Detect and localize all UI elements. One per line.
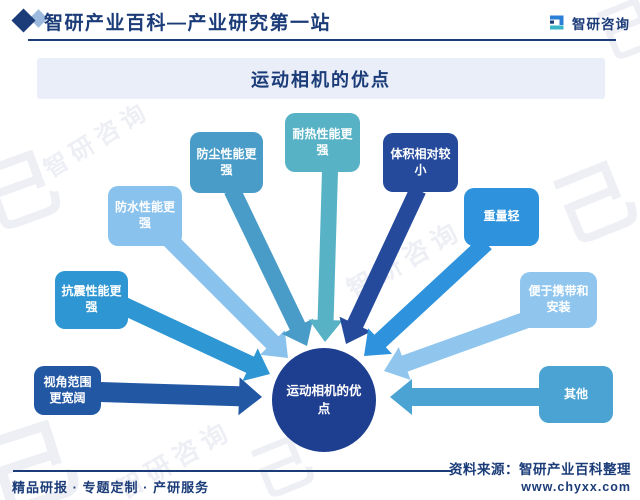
node-compact-size: 体积相对较小 — [383, 133, 458, 192]
center-topic-label: 运动相机的优点 — [286, 383, 362, 416]
header-title: 智研产业百科—产业研究第一站 — [44, 13, 332, 34]
brand-logo: 智研咨询 — [547, 13, 630, 33]
node-light-weight: 重量轻 — [464, 188, 539, 246]
center-topic-circle: 运动相机的优点 — [272, 348, 376, 452]
node-waterproof: 防水性能更强 — [108, 186, 182, 246]
zhiyan-logo-icon — [550, 15, 564, 30]
website-url: www.chyxx.com — [521, 480, 631, 494]
node-label: 体积相对较小 — [390, 146, 451, 177]
light-weight-arrow — [364, 236, 492, 356]
node-label: 耐热性能更强 — [292, 126, 353, 157]
data-source: 资料来源：智研产业百科整理 — [449, 462, 631, 477]
footer: 精品研报 · 专题定制 · 产研服务 资料来源：智研产业百科整理 www.chy… — [0, 455, 640, 500]
node-heat-resistance: 耐热性能更强 — [285, 113, 360, 172]
other-arrow — [390, 379, 540, 415]
header-divider — [28, 39, 616, 41]
node-viewing-angle: 视角范围更宽阔 — [34, 366, 101, 415]
node-label: 防尘性能更强 — [196, 146, 257, 177]
brand-logo-text: 智研咨询 — [572, 17, 630, 32]
header: 智研产业百科—产业研究第一站 智研咨询 — [0, 0, 640, 48]
node-label: 抗震性能更强 — [61, 284, 122, 314]
node-label: 视角范围更宽阔 — [43, 374, 92, 405]
footer-services: 精品研报 · 专题定制 · 产研服务 — [12, 480, 210, 495]
diamond-dark-icon — [11, 8, 36, 33]
dustproof-arrow — [224, 186, 314, 346]
chart-title: 运动相机的优点 — [251, 69, 391, 90]
node-label: 重量轻 — [483, 209, 520, 224]
portability-arrow — [384, 312, 529, 380]
node-label: 便于携带和安装 — [528, 284, 589, 314]
shock-resistance-arrow — [120, 297, 270, 381]
waterproof-arrow — [164, 234, 288, 358]
compact-size-arrow — [339, 186, 426, 344]
node-label: 其他 — [563, 386, 588, 401]
footer-divider — [13, 470, 452, 472]
node-shock-resistance: 抗震性能更强 — [55, 271, 128, 329]
node-label: 防水性能更强 — [114, 200, 175, 230]
node-dustproof: 防尘性能更强 — [190, 132, 263, 193]
footer-source-block: 资料来源：智研产业百科整理 www.chyxx.com — [449, 458, 631, 494]
chart-title-banner: 运动相机的优点 — [37, 58, 605, 99]
heat-resistance-arrow — [308, 170, 343, 342]
node-other: 其他 — [539, 366, 613, 423]
node-portability: 便于携带和安装 — [520, 272, 597, 328]
viewing-angle-arrow — [99, 377, 262, 416]
